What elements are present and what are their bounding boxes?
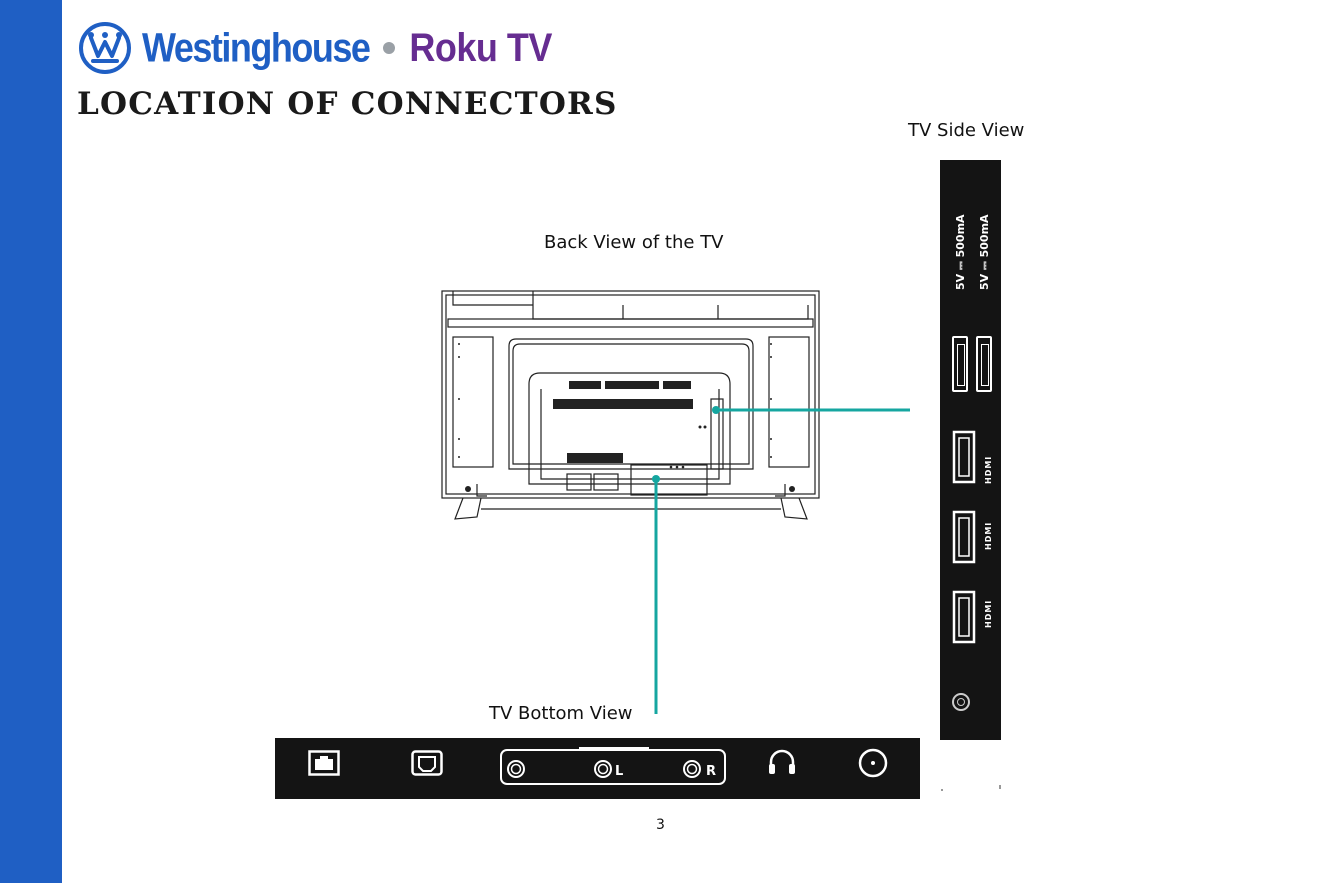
logo-separator bbox=[383, 42, 395, 54]
left-color-bar bbox=[0, 0, 62, 883]
westinghouse-logo-icon bbox=[78, 21, 132, 75]
usb-port-icon bbox=[952, 336, 968, 392]
side-panel-scale-ticks bbox=[938, 783, 1004, 791]
usb-port-icon bbox=[976, 336, 992, 392]
hdmi-label: HDMI bbox=[984, 600, 993, 628]
usb-rating-label: 5V ⎓ 500mA bbox=[978, 214, 992, 290]
coaxial-jack-icon bbox=[952, 693, 970, 711]
audio-right-label: R bbox=[706, 764, 716, 779]
page-title: LOCATION OF CONNECTORS bbox=[77, 86, 618, 122]
page-number: 3 bbox=[656, 817, 665, 833]
tv-back-illustration bbox=[441, 289, 821, 531]
antenna-input-icon bbox=[857, 747, 889, 779]
audio-left-label: L bbox=[615, 764, 623, 779]
tv-side-panel: 5V ⎓ 500mA 5V ⎓ 500mA HDMI HDMI HDMI bbox=[940, 160, 1001, 740]
hdmi-port-icon bbox=[952, 430, 976, 484]
hdmi-label: HDMI bbox=[984, 456, 993, 484]
av-input-icon bbox=[499, 746, 727, 788]
optical-audio-port-icon bbox=[411, 750, 443, 776]
hdmi-port-icon bbox=[952, 510, 976, 564]
side-view-caption: TV Side View bbox=[908, 120, 1024, 141]
partner-name: Roku TV bbox=[409, 25, 552, 71]
back-view-caption: Back View of the TV bbox=[544, 232, 724, 253]
hdmi-port-icon bbox=[952, 590, 976, 644]
hdmi-label: HDMI bbox=[984, 522, 993, 550]
headphone-icon bbox=[767, 748, 797, 776]
usb-rating-label: 5V ⎓ 500mA bbox=[954, 214, 968, 290]
ethernet-port-icon bbox=[308, 750, 340, 776]
tv-bottom-panel: L R bbox=[275, 738, 920, 799]
bottom-view-caption: TV Bottom View bbox=[489, 703, 633, 724]
brand-logo: Westinghouse Roku TV bbox=[78, 20, 552, 76]
brand-name: Westinghouse bbox=[142, 24, 369, 71]
